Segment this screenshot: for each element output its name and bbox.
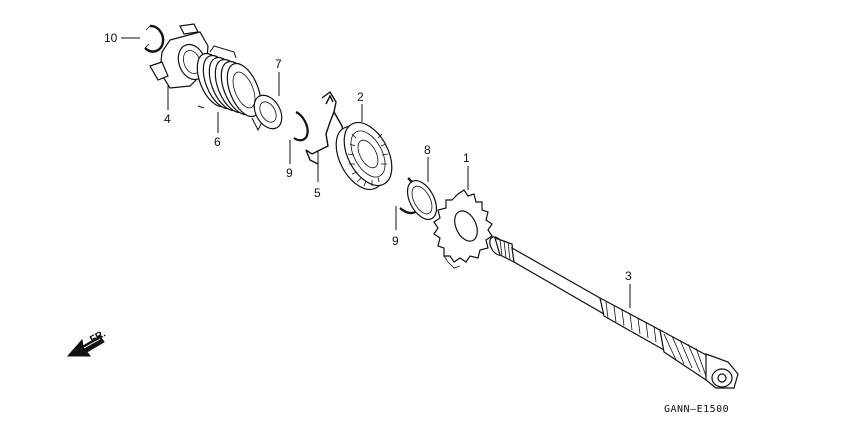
callout-7: 7 [275,57,282,71]
callout-3: 3 [625,269,632,283]
part-7-washer [253,94,283,130]
part-1-gear [433,189,493,269]
callout-4: 4 [164,112,171,126]
part-2-ratchet [335,121,393,191]
part-10-circlip [144,24,165,53]
part-3-shaft [489,236,739,389]
diagram-code: GANN–E1500 [664,404,729,415]
callout-5: 5 [314,186,321,200]
part-8-washer [406,180,438,220]
callout-8: 8 [424,143,431,157]
callout-2: 2 [357,90,364,104]
callout-10: 10 [104,31,118,45]
part-6-spring [196,45,263,132]
callout-1: 1 [463,151,470,165]
callout-6: 6 [214,135,221,149]
callout-9a: 9 [286,166,293,180]
direction-label: FR. [88,328,108,345]
part-9-snap-ring-upper [293,111,309,142]
callout-9b: 9 [392,234,399,248]
front-direction-arrow-icon [66,335,105,357]
